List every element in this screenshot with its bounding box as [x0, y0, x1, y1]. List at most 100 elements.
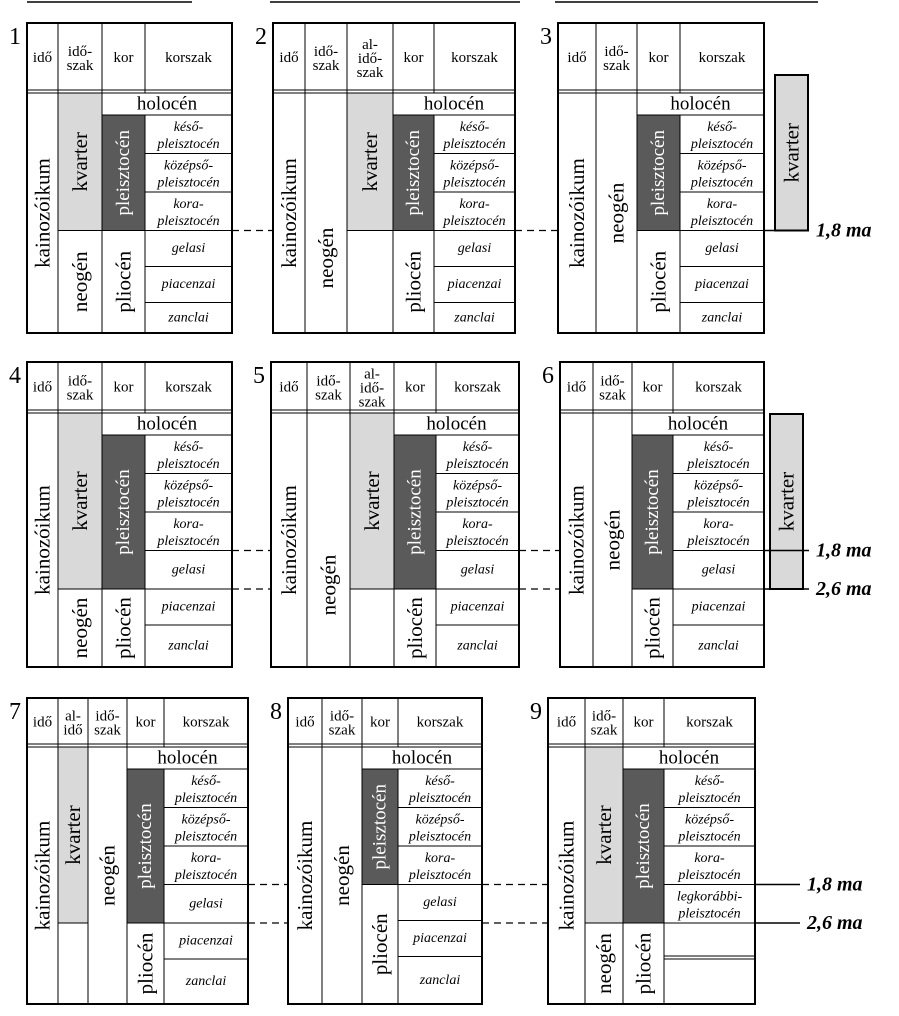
kozepso-pleisztocen-label: középső-pleisztocén — [686, 478, 749, 510]
kora-pleisztocen-label-line: kora- — [173, 197, 204, 212]
header-idoszak-line: szak — [67, 58, 94, 74]
side-kvarter-box — [774, 74, 809, 232]
header-idoszak-line: szak — [591, 723, 618, 739]
pliocen-label: pliocén — [368, 913, 392, 975]
header-kor: kor — [404, 50, 424, 66]
zanclai-label: zanclai — [419, 973, 461, 988]
gelasi-label: gelasi — [458, 241, 492, 256]
neogen-label: neogén — [68, 597, 92, 658]
header-kor: kor — [643, 380, 663, 396]
kora-pleisztocen-label-line: kora- — [459, 197, 490, 212]
header-idoszak: idő-szak — [315, 374, 342, 404]
header-ido: idő — [279, 50, 298, 66]
ma-label-ma26: 2,6 ma — [806, 912, 863, 934]
kvarter-fill — [347, 93, 393, 231]
kozepso-pleisztocen-label-line: középső- — [416, 812, 465, 827]
kora-pleisztocen-label: kora-pleisztocén — [408, 851, 471, 883]
header-idoszak-line: idő- — [600, 374, 624, 390]
header-idoszak-line: szak — [599, 388, 626, 404]
pleisztocen-fill — [394, 435, 436, 589]
keso-pleisztocen-label: késő-pleisztocén — [445, 440, 508, 472]
keso-pleisztocen-label: késő-pleisztocén — [442, 120, 505, 152]
panel-frame — [26, 22, 233, 334]
kvarter-label: kvarter — [68, 471, 92, 530]
header-ido: idő — [33, 50, 52, 66]
pliocen-label: pliocén — [647, 250, 671, 312]
panel-frame — [547, 697, 756, 1005]
kainozoikum-label: kainozóikum — [31, 485, 55, 595]
kora-pleisztocen-label: kora-pleisztocén — [677, 851, 740, 883]
kora-pleisztocen-label-line: kora- — [173, 517, 204, 532]
kora-pleisztocen-label: kora-pleisztocén — [174, 851, 237, 883]
kozepso-pleisztocen-label: középső-pleisztocén — [174, 812, 237, 844]
kozepso-pleisztocen-label-line: pleisztocén — [408, 829, 471, 844]
kvarter-label: kvarter — [360, 471, 384, 530]
header-idoszak: idő-szak — [67, 374, 94, 404]
panel-frame — [26, 697, 249, 1005]
holocen-label: holocén — [426, 414, 487, 435]
kainozoikum-label: kainozóikum — [565, 158, 589, 268]
pleisztocen-label: pleisztocén — [370, 784, 391, 870]
header-idoszak-line: idő- — [330, 709, 354, 725]
kora-pleisztocen-label-line: pleisztocén — [156, 534, 219, 549]
header-idoszak-line: idő- — [604, 44, 628, 60]
keso-pleisztocen-label: késő-pleisztocén — [408, 774, 471, 806]
header-alidoszak-line: szak — [357, 65, 384, 81]
panel-number: 8 — [270, 699, 282, 725]
kozepso-pleisztocen-label: középső-pleisztocén — [442, 158, 505, 190]
holocen-label: holocén — [137, 414, 198, 435]
keso-pleisztocen-label-line: késő- — [425, 774, 455, 789]
side-kvarter-label: kvarter — [775, 472, 799, 531]
kora-pleisztocen-label: kora-pleisztocén — [686, 517, 749, 549]
kozepso-pleisztocen-label-line: pleisztocén — [677, 829, 740, 844]
kora-pleisztocen-label: kora-pleisztocén — [690, 197, 753, 229]
header-alido-line: al- — [65, 709, 81, 725]
keso-pleisztocen-label-line: késő- — [174, 120, 204, 135]
gelasi-label: gelasi — [172, 562, 206, 577]
pleisztocen-fill — [127, 769, 164, 923]
header-alidoszak: al-idő-szak — [357, 37, 384, 81]
kozepso-pleisztocen-label-line: pleisztocén — [686, 495, 749, 510]
pliocen-label: pliocén — [112, 250, 136, 312]
keso-pleisztocen-label-line: késő- — [463, 440, 493, 455]
header-kor: kor — [649, 50, 669, 66]
header-idoszak: idő-szak — [591, 709, 618, 739]
panel-number: 7 — [9, 699, 21, 725]
neogen-label: neogén — [605, 182, 629, 243]
kozepso-pleisztocen-label-line: pleisztocén — [442, 175, 505, 190]
panel-number: 9 — [530, 699, 542, 725]
kozepso-pleisztocen-label-line: pleisztocén — [174, 829, 237, 844]
kozepso-pleisztocen-label-line: középső- — [685, 812, 734, 827]
keso-pleisztocen-label-line: késő- — [460, 120, 490, 135]
piacenzai-label: piacenzai — [178, 934, 233, 949]
keso-pleisztocen-label-line: késő- — [704, 440, 734, 455]
piacenzai-label: piacenzai — [447, 277, 502, 292]
header-idoszak-line: idő- — [95, 709, 119, 725]
kvarter-fill — [58, 747, 88, 923]
kora-pleisztocen-label-line: kora- — [425, 851, 456, 866]
header-kor: kor — [136, 715, 156, 731]
keso-pleisztocen-label-line: pleisztocén — [174, 791, 237, 806]
kozepso-pleisztocen-label-line: középső- — [453, 478, 502, 493]
side-kvarter-box — [769, 413, 804, 590]
kora-pleisztocen-label-line: kora- — [707, 197, 738, 212]
pleisztocen-fill — [102, 115, 145, 231]
kvarter-fill — [58, 413, 102, 589]
kvarter-fill — [58, 93, 102, 231]
header-korszak: korszak — [686, 715, 733, 731]
kozepso-pleisztocen-label: középső-pleisztocén — [690, 158, 753, 190]
kvarter-label: kvarter — [592, 805, 616, 864]
pleisztocen-label: pleisztocén — [113, 469, 134, 555]
neogen-label: neogén — [96, 845, 120, 906]
header-idoszak-line: szak — [603, 58, 630, 74]
holocen-label: holocén — [137, 94, 198, 115]
pleisztocen-label: pleisztocén — [648, 130, 669, 216]
header-idoszak-line: idő- — [316, 374, 340, 390]
pliocen-label: pliocén — [134, 932, 158, 994]
keso-pleisztocen-label: késő-pleisztocén — [174, 774, 237, 806]
header-alidoszak-line: idő- — [360, 381, 384, 397]
